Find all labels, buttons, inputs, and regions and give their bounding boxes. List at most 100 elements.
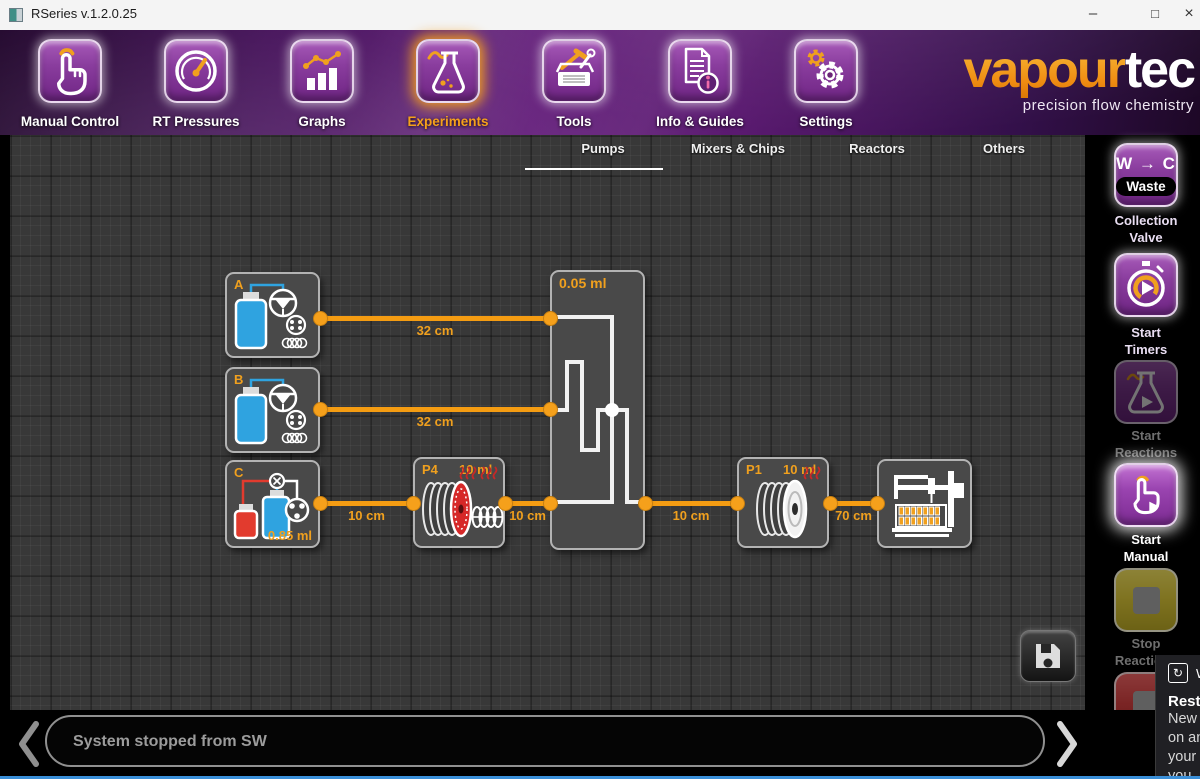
os-notification-toast[interactable]: ↻ Win Restar New u on and your a you <box>1155 655 1200 779</box>
fraction-collector-module[interactable] <box>877 459 972 548</box>
nav-manual-control[interactable]: Manual Control <box>7 30 133 135</box>
nav-graphs[interactable]: Graphs <box>259 30 385 135</box>
save-button[interactable] <box>1020 630 1076 682</box>
connection-port-dot <box>823 496 838 511</box>
hand-play-icon <box>1133 475 1160 515</box>
flask-play-icon <box>1126 371 1164 414</box>
nav-label: Settings <box>799 114 853 129</box>
bar-chart-icon <box>290 39 354 103</box>
heat-icon <box>459 466 477 480</box>
dual-bottle-pump-icon <box>233 472 310 540</box>
nav-label: RT Pressures <box>152 114 240 129</box>
logo-tagline: precision flow chemistry <box>1022 97 1194 114</box>
pump-c-module[interactable]: C 0.85 ml <box>225 460 320 548</box>
reactor-volume-label: 10 ml <box>783 462 817 477</box>
app-icon <box>9 8 23 22</box>
maximize-button[interactable]: □ <box>1151 6 1159 21</box>
flow-diagram-canvas: Pumps Mixers & Chips Reactors Others 32 … <box>10 135 1085 710</box>
connection-port-dot <box>313 496 328 511</box>
coil-reactor-icon <box>756 479 808 539</box>
connection-port-dot <box>870 496 885 511</box>
toast-body-line: your a <box>1168 749 1200 765</box>
tube-length-label: 10 cm <box>348 508 385 523</box>
pump-label: B <box>234 372 244 387</box>
start-timers-button[interactable] <box>1114 253 1178 317</box>
toast-body-line: on and <box>1168 730 1200 746</box>
tube-p4-to-chip[interactable]: 10 cm <box>505 501 550 523</box>
tab-mixers-chips[interactable]: Mixers & Chips <box>691 141 785 156</box>
tube-a-to-chip[interactable]: 32 cm <box>320 316 550 338</box>
logo-word-orange: vapour <box>963 41 1126 99</box>
pump-bottle-icon <box>234 378 308 445</box>
start-manual-button[interactable] <box>1114 463 1178 527</box>
tube-length-label: 32 cm <box>416 414 454 429</box>
heat-icon <box>803 466 821 480</box>
tube-chip-to-p1[interactable]: 10 cm <box>645 501 737 523</box>
tube-length-label: 70 cm <box>835 508 872 523</box>
flask-icon <box>416 39 480 103</box>
nav-tools[interactable]: Tools <box>511 30 637 135</box>
nav-experiments[interactable]: Experiments <box>385 30 511 135</box>
gears-icon <box>794 39 858 103</box>
connection-port-dot <box>406 496 421 511</box>
chip-volume-label: 0.05 ml <box>559 275 607 291</box>
tube-length-label: 10 cm <box>509 508 546 523</box>
tube-c-to-p4[interactable]: 10 cm <box>320 501 413 523</box>
connection-port-dot <box>543 496 558 511</box>
tube-b-to-chip[interactable]: 32 cm <box>320 407 550 429</box>
pump-b-module[interactable]: B <box>225 367 320 453</box>
tube-length-label: 32 cm <box>416 323 454 338</box>
tab-pumps[interactable]: Pumps <box>581 141 625 156</box>
valve-position-text: W → C <box>1116 154 1176 173</box>
toolbox-icon <box>542 39 606 103</box>
tab-reactors[interactable]: Reactors <box>849 141 905 156</box>
tube-length-label: 10 cm <box>672 508 710 523</box>
nav-settings[interactable]: Settings <box>763 30 889 135</box>
stop-reactions-button[interactable] <box>1114 568 1178 632</box>
title-bar: RSeries v.1.2.0.25 – □ × <box>0 0 1200 30</box>
previous-message-button[interactable] <box>14 718 44 770</box>
toast-body-line: New u <box>1168 711 1200 727</box>
tube-p1-to-collector[interactable]: 70 cm <box>830 501 877 523</box>
nav-rt-pressures[interactable]: RT Pressures <box>133 30 259 135</box>
status-bar: System stopped from SW <box>0 710 1200 779</box>
pump-label: A <box>234 277 244 292</box>
waste-badge: Waste <box>1116 177 1176 196</box>
document-info-icon <box>668 39 732 103</box>
reactor-name-label: P1 <box>746 462 762 477</box>
pump-a-module[interactable]: A <box>225 272 320 358</box>
reactor-p1-module[interactable]: P1 10 ml <box>737 457 829 548</box>
pump-label: C <box>234 465 244 480</box>
start-reactions-button[interactable] <box>1114 360 1178 424</box>
collection-valve-button[interactable]: W → C Waste <box>1114 143 1178 207</box>
connection-port-dot <box>730 496 745 511</box>
hand-pointer-icon <box>38 39 102 103</box>
toast-title: Restar <box>1168 693 1200 710</box>
connection-port-dot <box>313 402 328 417</box>
connection-port-dot <box>498 496 513 511</box>
reactor-p4-module[interactable]: P4 10 ml <box>413 457 505 548</box>
active-tab-underline <box>525 168 663 170</box>
stopwatch-play-icon <box>1127 261 1165 307</box>
next-message-button[interactable] <box>1052 718 1082 770</box>
close-button[interactable]: × <box>1184 5 1194 22</box>
reactor-name-label: P4 <box>422 462 438 477</box>
minimize-button[interactable]: – <box>1088 5 1098 22</box>
coil-reactor-heated-icon <box>422 480 504 538</box>
main-nav: Manual Control RT Pressures <box>0 30 1200 135</box>
stop-square-icon <box>1132 586 1160 614</box>
nav-label: Graphs <box>298 114 346 129</box>
tab-others[interactable]: Others <box>983 141 1025 156</box>
nav-info-guides[interactable]: Info & Guides <box>637 30 763 135</box>
mixer-chip-module[interactable]: 0.05 ml <box>550 270 645 550</box>
toast-app-name: Win <box>1196 666 1200 681</box>
pump-volume-label: 0.85 ml <box>267 528 312 543</box>
status-message-pill: System stopped from SW <box>45 715 1045 767</box>
fraction-collector-icon <box>892 471 964 537</box>
connection-port-dot <box>543 311 558 326</box>
nav-label: Tools <box>556 114 592 129</box>
